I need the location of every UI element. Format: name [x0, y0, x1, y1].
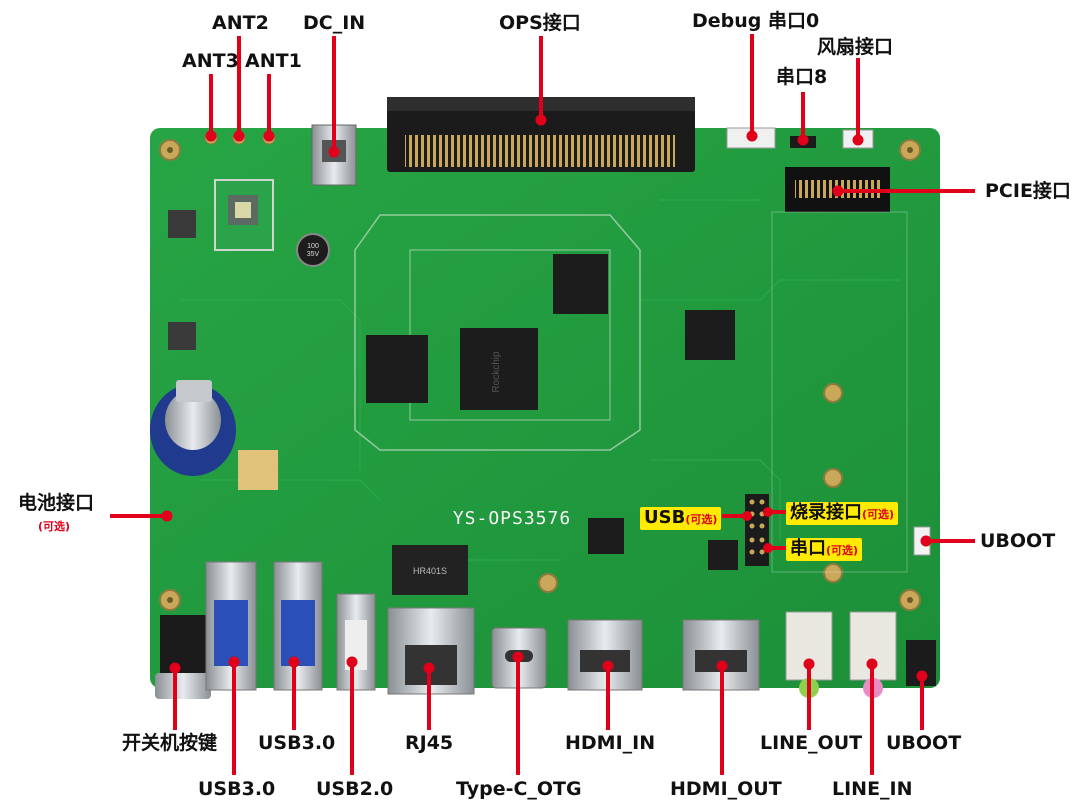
- label-rj45: RJ45: [405, 732, 454, 754]
- line-in-jack: [849, 611, 897, 681]
- label-hdmi-out: HDMI_OUT: [670, 778, 782, 800]
- label-ant3: ANT3: [182, 50, 239, 72]
- ram-chip-left: [366, 335, 428, 403]
- label-line-out: LINE_OUT: [760, 732, 863, 754]
- label-hdmi-in: HDMI_IN: [565, 732, 656, 754]
- label-debug-uart0: Debug 串口0: [692, 10, 820, 32]
- label-dc-in: DC_IN: [303, 12, 366, 34]
- svg-text:HR401S: HR401S: [413, 566, 447, 576]
- label-battery: 电池接口: [18, 492, 95, 514]
- lan-transformer: [392, 545, 468, 595]
- label-pcie: PCIE接口: [985, 180, 1071, 202]
- label-uart8: 串口8: [776, 66, 828, 88]
- leader-lines: [110, 34, 975, 775]
- label-ant2: ANT2: [212, 12, 269, 34]
- label-usb30-a: USB3.0: [258, 732, 336, 754]
- label-uart-optional: 串口(可选): [786, 538, 863, 561]
- label-ant1: ANT1: [245, 50, 302, 72]
- label-usb30-b: USB3.0: [198, 778, 276, 800]
- power-key: [160, 615, 206, 673]
- label-battery-optional: (可选): [38, 520, 71, 533]
- label-uboot-bottom: UBOOT: [886, 732, 962, 754]
- label-fan: 风扇接口: [817, 36, 894, 58]
- svg-text:Rockchip: Rockchip: [491, 351, 502, 393]
- som-outline: [354, 214, 641, 451]
- label-usb-optional: USB(可选): [640, 507, 722, 530]
- label-line-in: LINE_IN: [832, 778, 913, 800]
- label-power-key: 开关机按键: [122, 732, 218, 754]
- label-usb20: USB2.0: [316, 778, 394, 800]
- svg-text:35V: 35V: [307, 251, 320, 258]
- ram-chip-top: [553, 254, 608, 314]
- label-ops: OPS接口: [499, 12, 581, 34]
- capacitor: [296, 233, 330, 267]
- soc-chip: [460, 328, 538, 410]
- pcb-board: [150, 128, 940, 688]
- board-name: YS-OPS3576: [453, 508, 571, 529]
- label-burn-port: 烧录接口(可选): [786, 502, 899, 525]
- label-typec-otg: Type-C_OTG: [456, 778, 582, 800]
- capacitor-text: 100: [307, 243, 319, 250]
- label-uboot-right: UBOOT: [980, 530, 1056, 552]
